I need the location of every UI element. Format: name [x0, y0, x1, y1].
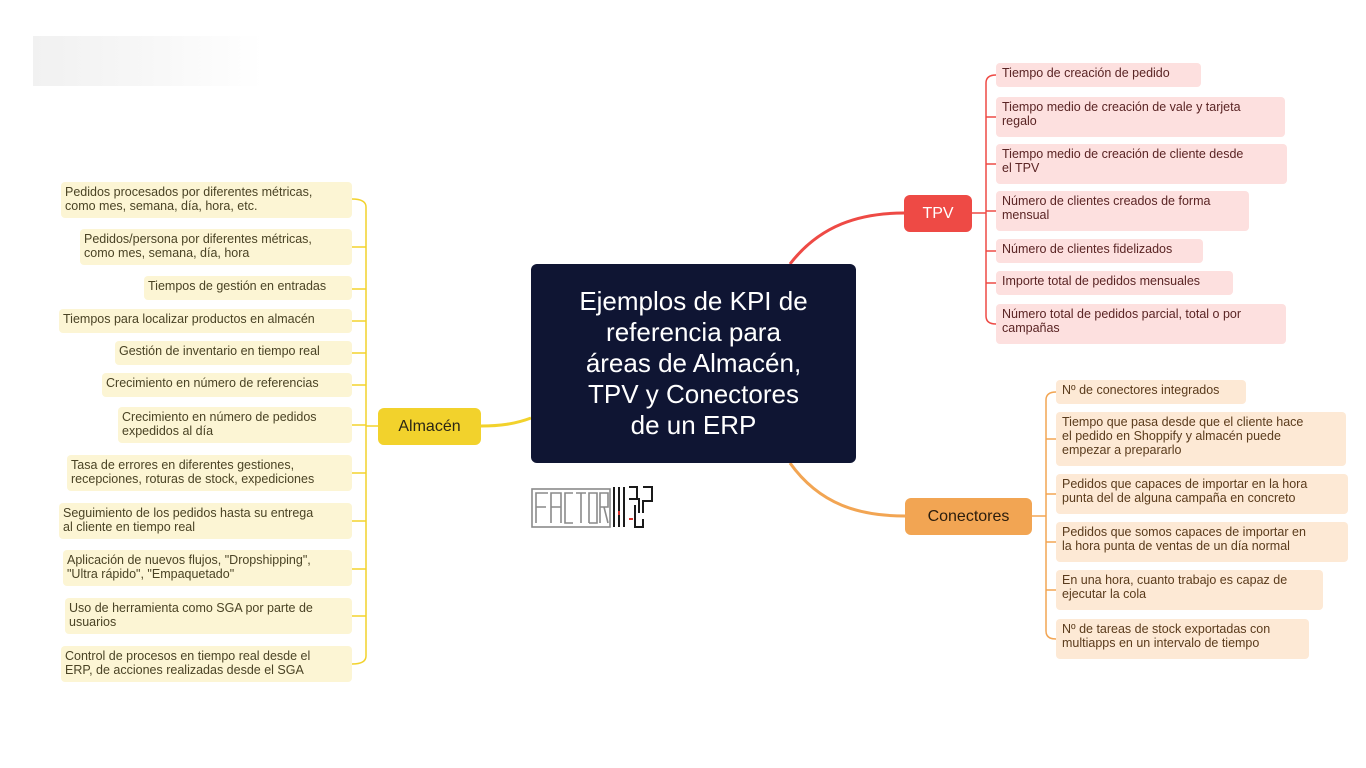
branch-conectores[interactable]: Conectores — [905, 498, 1032, 535]
branch-tpv[interactable]: TPV — [904, 195, 972, 232]
branch-almacen[interactable]: Almacén — [378, 408, 481, 445]
conectores-item[interactable]: Tiempo que pasa desde que el cliente hac… — [1056, 412, 1346, 466]
almacen-item[interactable]: Crecimiento en número de pedidos expedid… — [118, 407, 352, 443]
almacen-item[interactable]: Tasa de errores en diferentes gestiones,… — [67, 455, 352, 491]
link-root-conectores — [788, 462, 906, 518]
almacen-item[interactable]: Pedidos/persona por diferentes métricas,… — [80, 229, 352, 265]
tpv-item[interactable]: Número total de pedidos parcial, total o… — [996, 304, 1286, 344]
central-topic[interactable]: Ejemplos de KPI de referencia para áreas… — [531, 264, 856, 463]
link-root-tpv — [788, 211, 905, 265]
almacen-item[interactable]: Aplicación de nuevos flujos, "Dropshippi… — [63, 550, 352, 586]
link-root-almacen — [480, 416, 532, 428]
faded-header-shadow — [33, 36, 263, 86]
almacen-item[interactable]: Crecimiento en número de referencias — [102, 373, 352, 397]
conectores-item[interactable]: Nº de conectores integrados — [1056, 380, 1246, 404]
tpv-item[interactable]: Tiempo medio de creación de cliente desd… — [996, 144, 1287, 184]
tpv-item[interactable]: Importe total de pedidos mensuales — [996, 271, 1233, 295]
conectores-item[interactable]: Pedidos que somos capaces de importar en… — [1056, 522, 1348, 562]
conectores-item[interactable]: En una hora, cuanto trabajo es capaz de … — [1056, 570, 1323, 610]
tpv-item[interactable]: Número de clientes fidelizados — [996, 239, 1203, 263]
almacen-item[interactable]: Gestión de inventario en tiempo real — [115, 341, 352, 365]
central-topic-title: Ejemplos de KPI de referencia para áreas… — [579, 286, 808, 440]
tpv-item[interactable]: Tiempo medio de creación de vale y tarje… — [996, 97, 1285, 137]
almacen-item[interactable]: Tiempos de gestión en entradas — [144, 276, 352, 300]
conectores-item[interactable]: Pedidos que capaces de importar en la ho… — [1056, 474, 1348, 514]
almacen-item[interactable]: Uso de herramienta como SGA por parte de… — [65, 598, 352, 634]
conectores-item[interactable]: Nº de tareas de stock exportadas con mul… — [1056, 619, 1309, 659]
tpv-item[interactable]: Tiempo de creación de pedido — [996, 63, 1201, 87]
almacen-item[interactable]: Seguimiento de los pedidos hasta su entr… — [59, 503, 352, 539]
almacen-item[interactable]: Pedidos procesados por diferentes métric… — [61, 182, 352, 218]
almacen-item[interactable]: Control de procesos en tiempo real desde… — [61, 646, 352, 682]
factor-ibp-logo — [531, 486, 653, 528]
tpv-item[interactable]: Número de clientes creados de forma mens… — [996, 191, 1249, 231]
almacen-item[interactable]: Tiempos para localizar productos en alma… — [59, 309, 352, 333]
